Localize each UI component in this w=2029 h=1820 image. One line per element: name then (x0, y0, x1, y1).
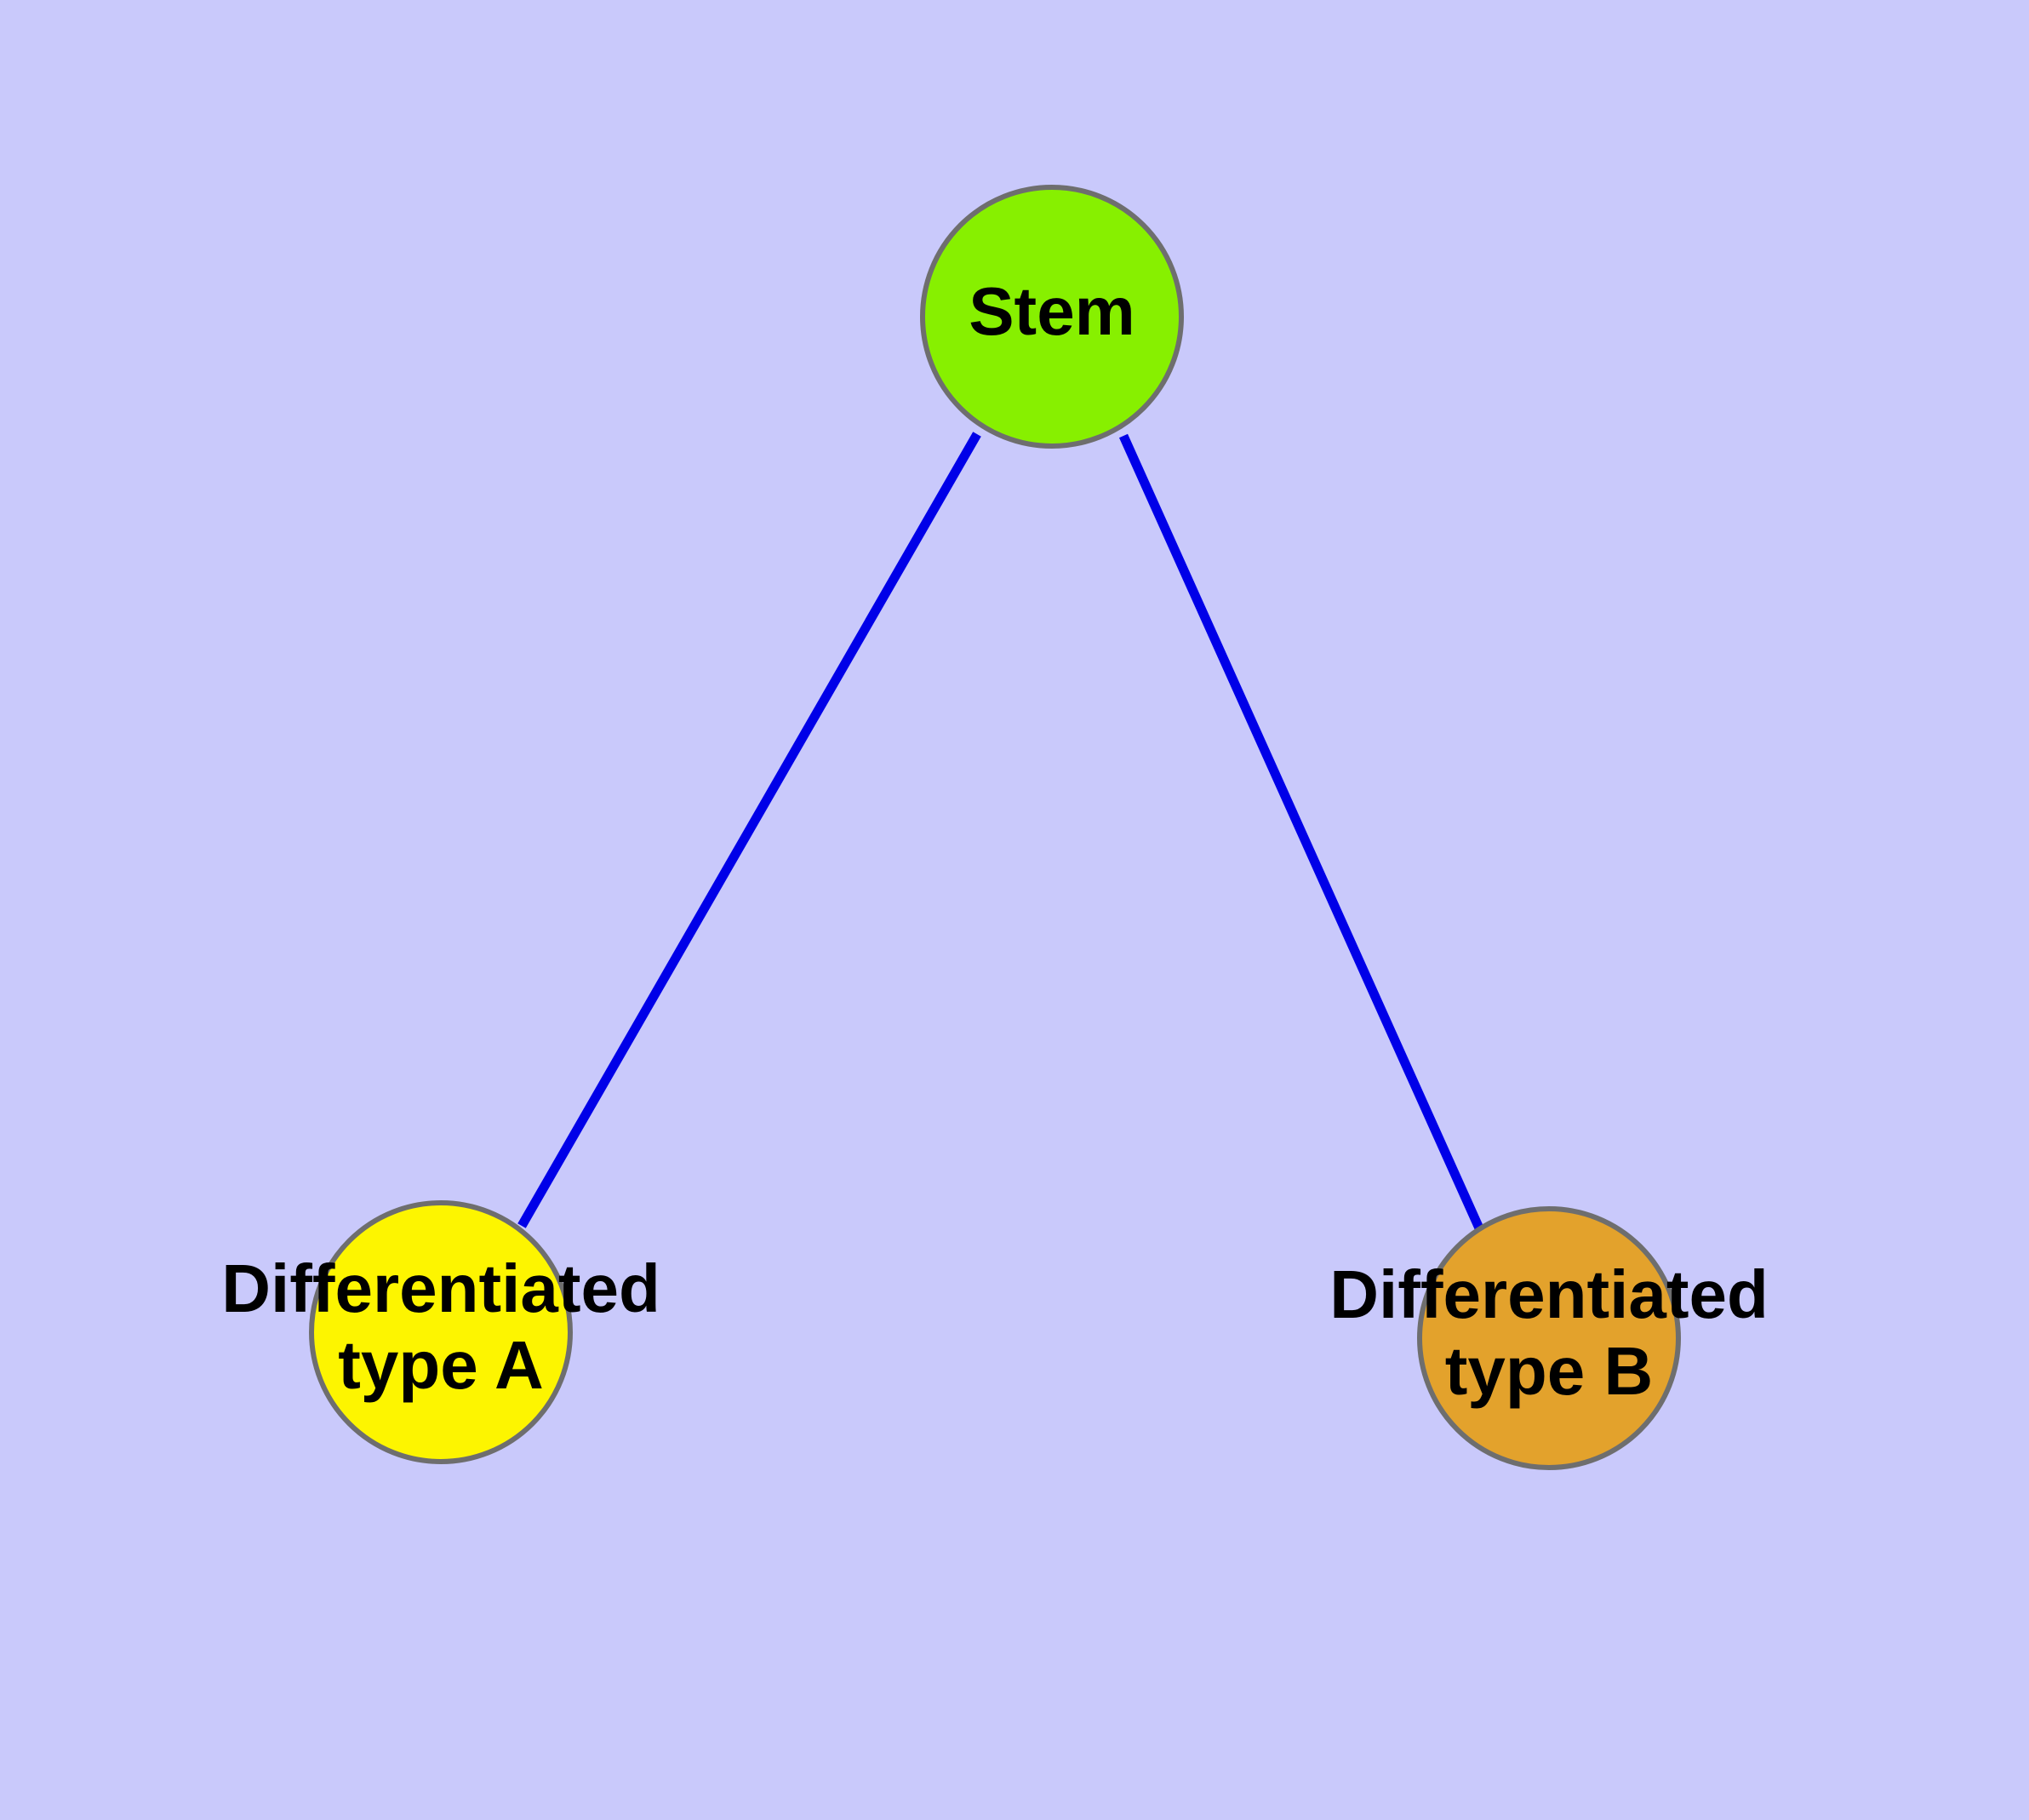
node-differentiated-type-b[interactable] (1417, 1206, 1681, 1470)
node-differentiated-type-a-circle[interactable] (309, 1200, 573, 1464)
node-label-line: Differentiated (221, 1251, 660, 1326)
node-differentiated-type-a[interactable] (309, 1200, 573, 1464)
node-stem[interactable] (920, 185, 1184, 449)
nodes-layer (309, 185, 1681, 1470)
node-stem-label: Stem (969, 273, 1135, 349)
edge-stem-to-differentiated-type-a[interactable] (517, 432, 981, 1228)
node-differentiated-type-b-circle[interactable] (1417, 1206, 1681, 1470)
edge-stem-to-differentiated-type-b[interactable] (1118, 433, 1485, 1233)
node-label-line: type B (1445, 1333, 1654, 1409)
node-label-line: Differentiated (1329, 1256, 1769, 1332)
edges-layer (517, 432, 1485, 1233)
node-label-line: Stem (969, 273, 1135, 349)
node-label-line: type A (338, 1327, 544, 1403)
node-stem-circle[interactable] (920, 185, 1184, 449)
